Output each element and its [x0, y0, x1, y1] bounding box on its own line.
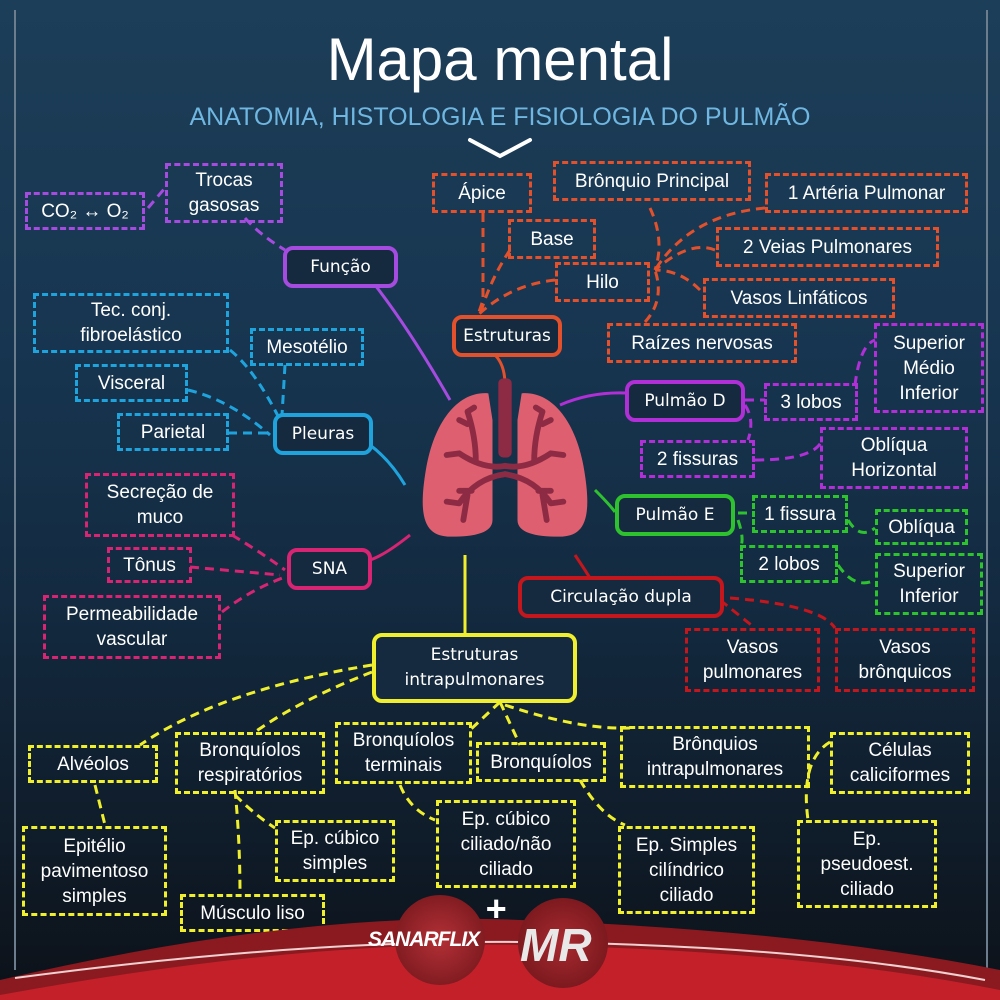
- lobos-d-detail-node[interactable]: Superior Médio Inferior: [874, 323, 984, 413]
- link-pleuras: [369, 443, 407, 486]
- tonus-node[interactable]: Tônus: [107, 547, 192, 583]
- tec-conj-node[interactable]: Tec. conj. fibroelástico: [33, 293, 229, 353]
- epitelio-pavimentoso-node[interactable]: Epitélio pavimentoso simples: [22, 826, 167, 916]
- estruturas-intrapulmonares-node[interactable]: Estruturas intrapulmonares: [372, 633, 577, 703]
- pulmao-d-node[interactable]: Pulmão D: [625, 380, 745, 422]
- estruturas-node[interactable]: Estruturas: [452, 315, 562, 357]
- bronquiolos-terminais-node[interactable]: Bronquíolos terminais: [335, 722, 472, 784]
- visceral-node[interactable]: Visceral: [75, 364, 188, 402]
- raizes-nervosas-node[interactable]: Raízes nervosas: [607, 323, 797, 363]
- 1-fissura-node[interactable]: 1 fissura: [752, 495, 848, 533]
- link-pulmao-e: [593, 488, 617, 513]
- alveolos-node[interactable]: Alvéolos: [28, 745, 158, 783]
- ep-simples-cilindrico-node[interactable]: Ep. Simples cilíndrico ciliado: [618, 826, 755, 914]
- ep-cubico-ciliado-node[interactable]: Ep. cúbico ciliado/não ciliado: [436, 800, 576, 888]
- plus-icon: +: [485, 888, 507, 929]
- fissuras-d-detail-node[interactable]: Oblíqua Horizontal: [820, 427, 968, 489]
- gases-node[interactable]: CO₂ ↔ O₂: [25, 192, 145, 230]
- mr-logo-text: MR: [520, 919, 592, 971]
- chevron-down-icon: [468, 138, 532, 159]
- bronquiolos-respiratorios-node[interactable]: Bronquíolos respiratórios: [175, 732, 325, 794]
- pulmao-e-node[interactable]: Pulmão E: [615, 494, 735, 536]
- vasos-pulmonares-node[interactable]: Vasos pulmonares: [685, 628, 820, 692]
- apice-node[interactable]: Ápice: [432, 173, 532, 213]
- pleuras-node[interactable]: Pleuras: [273, 413, 373, 455]
- sanarflix-logo: [395, 895, 485, 985]
- lungs-icon: [422, 378, 588, 537]
- link-pulmao-d: [559, 391, 626, 407]
- circulacao-dupla-node[interactable]: Circulação dupla: [518, 576, 724, 618]
- link-sna: [369, 533, 411, 562]
- vasos-linfaticos-node[interactable]: Vasos Linfáticos: [703, 278, 895, 318]
- 2-lobos-node[interactable]: 2 lobos: [740, 545, 838, 583]
- bronquio-principal-node[interactable]: Brônquio Principal: [553, 161, 751, 201]
- trocas-gasosas-node[interactable]: Trocas gasosas: [165, 163, 283, 223]
- funcao-node[interactable]: Função: [283, 246, 398, 288]
- mr-logo: [518, 898, 608, 988]
- sanarflix-logo-text: SANARFLIX: [368, 928, 480, 951]
- lobos-e-detail-node[interactable]: Superior Inferior: [875, 553, 983, 615]
- hilo-node[interactable]: Hilo: [555, 262, 650, 302]
- obliqua-e-node[interactable]: Oblíqua: [875, 509, 968, 545]
- page-title: Mapa mental: [326, 26, 674, 93]
- 3-lobos-node[interactable]: 3 lobos: [764, 383, 858, 421]
- page-subtitle: ANATOMIA, HISTOLOGIA E FISIOLOGIA DO PUL…: [189, 103, 811, 131]
- secrecao-muco-node[interactable]: Secreção de muco: [85, 473, 235, 537]
- vasos-bronquicos-node[interactable]: Vasos brônquicos: [835, 628, 975, 692]
- ep-pseudoestratificado-node[interactable]: Ep. pseudoest. ciliado: [797, 820, 937, 908]
- base-node[interactable]: Base: [508, 219, 596, 259]
- celulas-caliciformes-node[interactable]: Células caliciformes: [830, 732, 970, 794]
- permeabilidade-vascular-node[interactable]: Permeabilidade vascular: [43, 595, 221, 659]
- bronquiolos-node[interactable]: Bronquíolos: [476, 742, 606, 782]
- mesotelio-node[interactable]: Mesotélio: [250, 328, 364, 366]
- parietal-node[interactable]: Parietal: [117, 413, 229, 451]
- ep-cubico-simples-node[interactable]: Ep. cúbico simples: [275, 820, 395, 882]
- link-funcao: [373, 284, 452, 401]
- bronquios-intrapulmonares-node[interactable]: Brônquios intrapulmonares: [620, 726, 810, 788]
- musculo-liso-node[interactable]: Músculo liso: [180, 894, 325, 932]
- sna-node[interactable]: SNA: [287, 548, 372, 590]
- arteria-pulmonar-node[interactable]: 1 Artéria Pulmonar: [765, 173, 968, 213]
- veias-pulmonares-node[interactable]: 2 Veias Pulmonares: [716, 227, 939, 267]
- page-frame: [14, 10, 988, 970]
- footer-wave: [0, 918, 1000, 1000]
- 2-fissuras-node[interactable]: 2 fissuras: [640, 440, 755, 478]
